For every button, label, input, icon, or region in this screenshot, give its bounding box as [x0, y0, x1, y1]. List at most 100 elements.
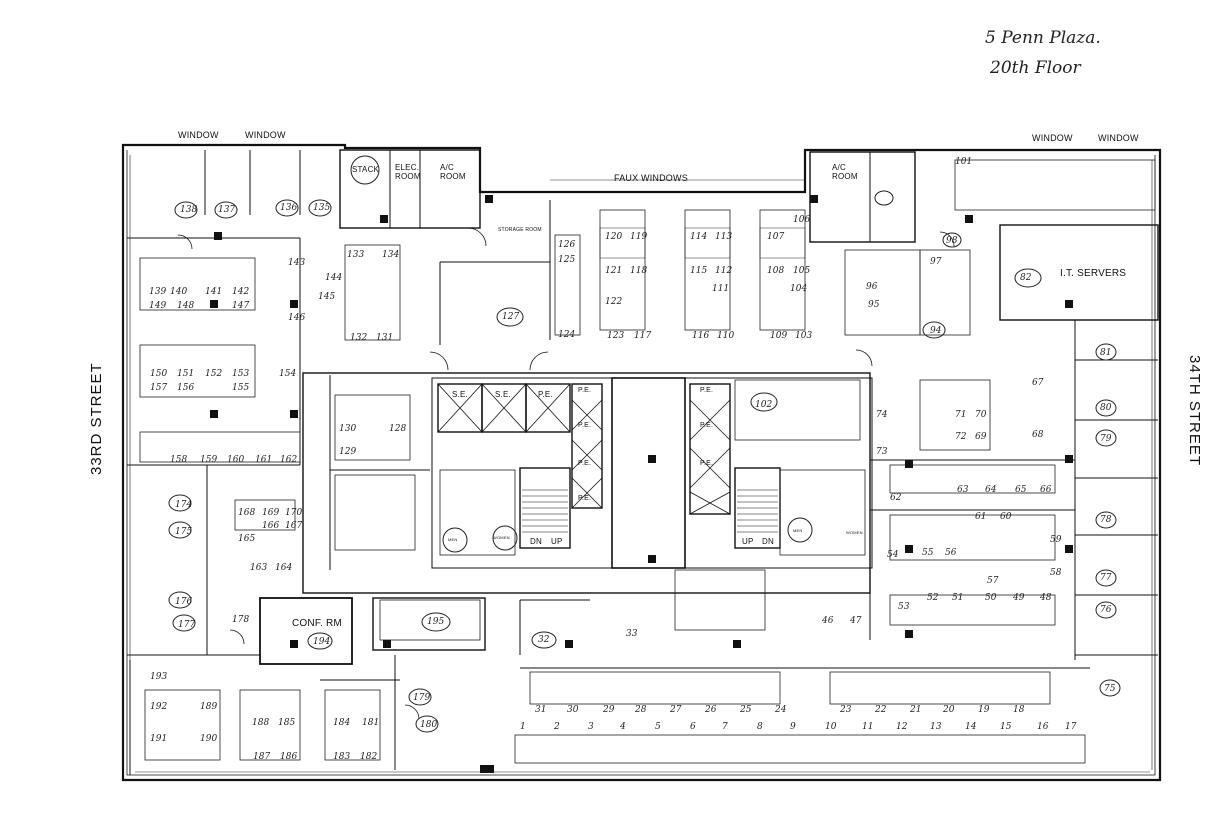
- door-swings: [177, 227, 955, 720]
- desk-number: 47: [850, 616, 862, 626]
- desk-number: 48: [1040, 593, 1052, 603]
- desk-number: 177: [178, 620, 196, 630]
- desk-number: 19: [978, 705, 990, 715]
- restroom-label-women: WOMEN: [493, 535, 510, 540]
- desk-number: 94: [930, 326, 942, 336]
- desk-number: 140: [170, 287, 188, 297]
- desk-number: 109: [770, 331, 788, 341]
- desk-number: 110: [717, 331, 735, 341]
- desk-number: 59: [1050, 535, 1062, 545]
- stair-up-label: UP: [742, 537, 754, 546]
- stair-dn-label: DN: [530, 537, 542, 546]
- desk-number: 117: [634, 331, 652, 341]
- desk-number: 1: [520, 722, 526, 732]
- desk-number: 141: [205, 287, 223, 297]
- desk-number: 121: [605, 266, 623, 276]
- desk-number: 191: [150, 734, 168, 744]
- desk-number: 157: [150, 383, 168, 393]
- desk-number: 175: [175, 527, 193, 537]
- desk-number: 64: [985, 485, 997, 495]
- desk-number: 77: [1100, 573, 1112, 583]
- desk-number: 31: [535, 705, 547, 715]
- desk-number: 66: [1040, 485, 1052, 495]
- desk-number: 65: [1015, 485, 1027, 495]
- desk-number: 20: [943, 705, 955, 715]
- desk-number: 73: [876, 447, 888, 457]
- desk-number: 183: [333, 752, 351, 762]
- elevator-label: P.E.: [578, 460, 592, 467]
- desk-number: 6: [690, 722, 696, 732]
- desk-number: 55: [922, 548, 934, 558]
- desk-number: 79: [1100, 434, 1112, 444]
- desk-number: 97: [930, 257, 942, 267]
- desk-number: 139: [149, 287, 167, 297]
- desk-number: 122: [605, 297, 623, 307]
- desk-number: 161: [255, 455, 273, 465]
- elevator-label: S.E.: [495, 390, 511, 399]
- circled-markers: [168, 155, 1121, 733]
- office-partitions: [127, 150, 1158, 775]
- elec-room-label: ELEC. ROOM: [395, 163, 421, 181]
- desk-number: 146: [288, 313, 306, 323]
- desk-number: 155: [232, 383, 250, 393]
- desk-number: 24: [775, 705, 787, 715]
- desk-number: 190: [200, 734, 218, 744]
- desk-number: 14: [965, 722, 977, 732]
- window-label: WINDOW: [1098, 133, 1139, 143]
- desk-number: 129: [339, 447, 357, 457]
- restroom-label-men: MEN: [448, 537, 458, 542]
- desk-number: 9: [790, 722, 796, 732]
- desk-number: 23: [840, 705, 852, 715]
- desk-number: 46: [822, 616, 834, 626]
- desk-number: 144: [325, 273, 343, 283]
- desk-number: 8: [757, 722, 763, 732]
- desk-number: 182: [360, 752, 378, 762]
- stair-treads: [522, 489, 778, 533]
- desk-number: 32: [538, 635, 550, 645]
- desk-number: 80: [1100, 403, 1112, 413]
- desk-number: 15: [1000, 722, 1012, 732]
- desk-number: 126: [558, 240, 576, 250]
- desk-number: 164: [275, 563, 293, 573]
- storage-room-label: STORAGE ROOM: [498, 227, 542, 233]
- desk-number: 107: [767, 232, 785, 242]
- desk-number: 63: [957, 485, 969, 495]
- window-label: WINDOW: [178, 130, 219, 140]
- desk-number: 162: [280, 455, 298, 465]
- ac-room-label: A/C ROOM: [832, 163, 858, 181]
- desk-number: 187: [253, 752, 271, 762]
- desk-number: 166: [262, 521, 280, 531]
- desk-number: 21: [910, 705, 922, 715]
- desk-number: 60: [1000, 512, 1012, 522]
- desk-number: 149: [149, 301, 167, 311]
- desk-number: 114: [690, 232, 708, 242]
- desk-number: 70: [975, 410, 987, 420]
- elevator-label: P.E.: [578, 387, 592, 394]
- elevator-label: P.E.: [538, 390, 553, 399]
- elevator-label: P.E.: [578, 495, 592, 502]
- desk-number: 25: [740, 705, 752, 715]
- desk-number: 78: [1100, 515, 1112, 525]
- desk-number: 169: [262, 508, 280, 518]
- desk-number: 4: [620, 722, 626, 732]
- desk-number: 13: [930, 722, 942, 732]
- desk-number: 3: [588, 722, 594, 732]
- desk-number: 118: [630, 266, 648, 276]
- desk-number: 112: [715, 266, 733, 276]
- desk-number: 192: [150, 702, 168, 712]
- desk-number: 81: [1100, 348, 1112, 358]
- desk-number: 113: [715, 232, 733, 242]
- desk-number: 181: [362, 718, 380, 728]
- desk-number: 138: [180, 205, 198, 215]
- street-label-right: 34TH STREET: [1186, 355, 1203, 467]
- desk-number: 125: [558, 255, 576, 265]
- desk-number: 165: [238, 534, 256, 544]
- desk-number: 148: [177, 301, 195, 311]
- desk-number: 11: [862, 722, 874, 732]
- desk-number: 195: [427, 617, 445, 627]
- desk-number: 178: [232, 615, 250, 625]
- faux-windows-label: FAUX WINDOWS: [614, 173, 688, 183]
- elevator-label: P.E.: [700, 387, 714, 394]
- desk-number: 159: [200, 455, 218, 465]
- desk-number: 167: [285, 521, 303, 531]
